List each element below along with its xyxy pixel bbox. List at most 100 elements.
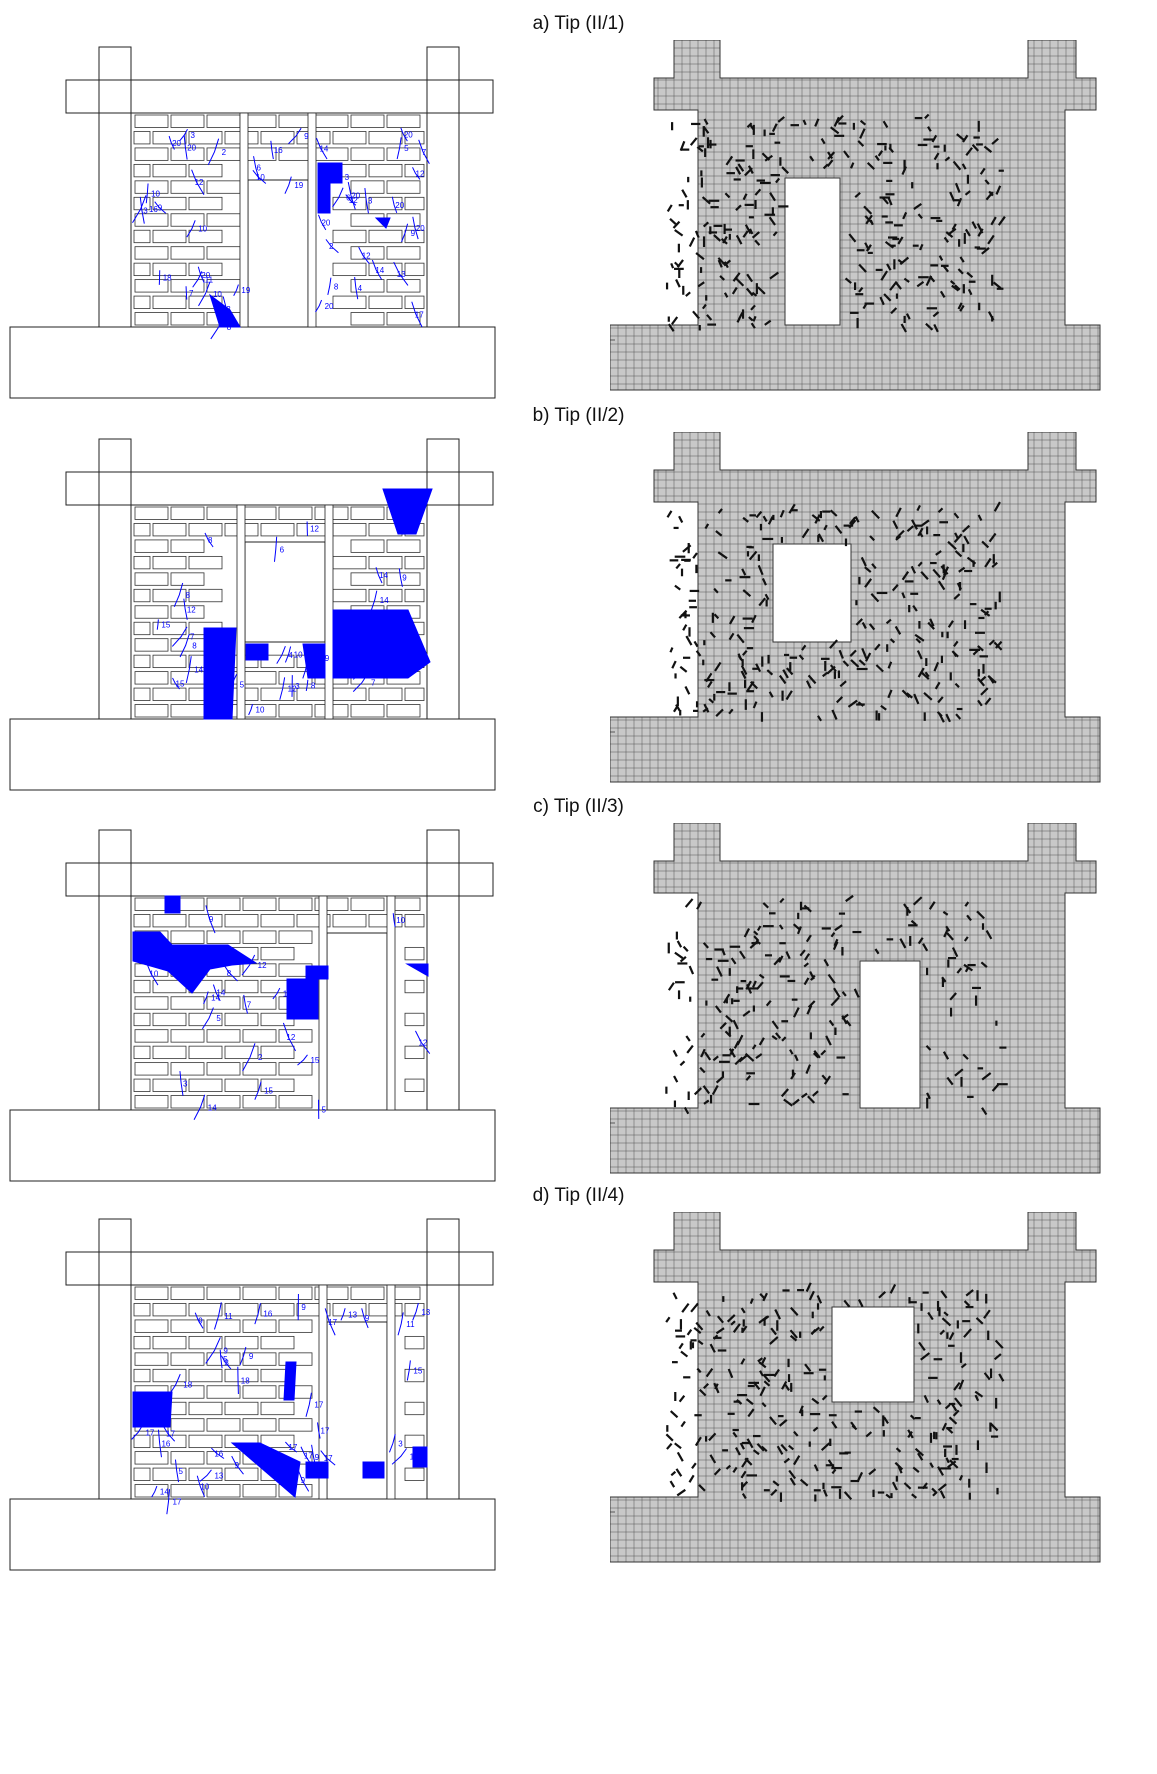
crack-label: 10: [294, 650, 303, 659]
crack-label: 15: [176, 679, 185, 688]
crack-label: 7: [190, 633, 195, 642]
crack-label: 20: [404, 131, 413, 140]
crack-label: 10: [396, 916, 405, 925]
crack-label: 12: [349, 196, 358, 205]
crack-label: 12: [369, 665, 378, 674]
crushed-zones: [132, 1361, 428, 1498]
bond-beam: [65, 862, 494, 897]
support-mark: [610, 336, 615, 344]
crack-label: 14: [208, 1103, 217, 1112]
crack-label: 7: [189, 289, 194, 298]
crack-label: 4: [288, 651, 293, 660]
crack-label: 9: [368, 660, 373, 669]
crack-label: 3: [398, 1439, 403, 1448]
crack-label: 10: [256, 173, 265, 182]
crack-label: 17: [288, 1443, 297, 1452]
fe-mesh-b: [610, 432, 1101, 783]
crack-label: 10: [151, 189, 160, 198]
crack-label: 17: [304, 1451, 313, 1460]
mesh-crack-marks: [666, 501, 1003, 723]
crack-label: 8: [365, 628, 370, 637]
crack-label: 19: [241, 286, 250, 295]
crack-label: 2: [222, 148, 227, 157]
crack-label: 7: [422, 148, 427, 157]
crack-label: 20: [416, 224, 425, 233]
crack-label: 9: [249, 1352, 254, 1361]
crack-lines: [145, 905, 431, 1120]
crack-label: 3: [183, 1079, 188, 1088]
crack-label: 11: [224, 1312, 233, 1321]
crack-label: 14: [211, 994, 220, 1003]
crack-label: 12: [286, 1033, 295, 1042]
crack-label: 3: [226, 305, 231, 314]
crack-label: 16: [263, 1310, 272, 1319]
crack-label: 9: [402, 574, 407, 583]
crack-label: 5: [223, 1355, 228, 1364]
opening-tie-column-right: [324, 504, 334, 720]
crack-label: 2: [329, 242, 334, 251]
masonry-bricks: [133, 506, 425, 718]
crack-label: 17: [415, 310, 424, 319]
mesh-body: [610, 40, 1100, 390]
foundation-beam: [9, 718, 496, 791]
crack-label: 7: [371, 678, 376, 687]
crack-label: 3: [143, 206, 148, 215]
opening-tie-column-left: [318, 895, 328, 1111]
crack-label: 17: [314, 1401, 323, 1410]
crack-label: 20: [395, 201, 404, 210]
crack-label: 16: [410, 1452, 419, 1461]
crack-label: 10: [200, 1482, 209, 1491]
crack-label: 8: [227, 969, 232, 978]
support-mark: [610, 1508, 615, 1516]
mesh-outline: [610, 1212, 1101, 1563]
wall-opening: [244, 541, 326, 643]
crack-label: 17: [166, 1429, 175, 1438]
crack-label: 3: [190, 131, 195, 140]
crack-label: 2: [258, 1053, 263, 1062]
crack-label: 8: [334, 282, 339, 291]
crack-label: 9: [209, 915, 214, 924]
crack-label: 13: [348, 1310, 357, 1319]
crack-label: 8: [208, 536, 213, 545]
opening-tie-column-right: [386, 895, 396, 1111]
mesh-crack-marks: [665, 894, 1008, 1116]
opening-tie-column-left: [239, 112, 249, 328]
wall-opening: [326, 932, 388, 1111]
caption-d: d) Tip (II/4): [532, 1185, 625, 1206]
mesh-crack-marks: [665, 113, 1006, 333]
mesh-outline: [610, 40, 1101, 391]
crack-label: 6: [280, 545, 285, 554]
crack-label: 3: [368, 197, 373, 206]
mesh-opening: [784, 177, 841, 326]
crack-label: 5: [178, 1467, 183, 1476]
crack-label: 12: [418, 1038, 427, 1047]
mesh-body: [610, 823, 1100, 1173]
crack-label: 10: [219, 702, 228, 711]
crack-label: 10: [198, 225, 207, 234]
crack-label: 16: [274, 146, 283, 155]
opening-tie-column-left: [318, 1284, 328, 1500]
foundation-beam: [9, 326, 496, 399]
mesh-crack-marks: [665, 1282, 1005, 1502]
crack-label: 9: [315, 1453, 320, 1462]
crack-label: 16: [161, 1439, 170, 1448]
crack-label: 16: [149, 205, 158, 214]
opening-tie-column-right: [307, 112, 317, 328]
bond-beam: [65, 79, 494, 114]
crushed-zones: [209, 162, 391, 328]
crack-label: 9: [235, 1461, 240, 1470]
crack-label: 13: [397, 270, 406, 279]
fe-mesh-c: [610, 823, 1101, 1174]
crack-label: 3: [345, 173, 350, 182]
support-mark: [610, 1119, 615, 1127]
support-mark: [610, 728, 615, 736]
crack-label: 14: [194, 666, 203, 675]
crack-lines: [132, 127, 430, 340]
crack-label: 8: [192, 642, 197, 651]
crack-label: 10: [256, 706, 265, 715]
crack-label: 1: [310, 666, 315, 675]
crack-label: 6: [257, 164, 262, 173]
crack-label: 5: [322, 1105, 327, 1114]
